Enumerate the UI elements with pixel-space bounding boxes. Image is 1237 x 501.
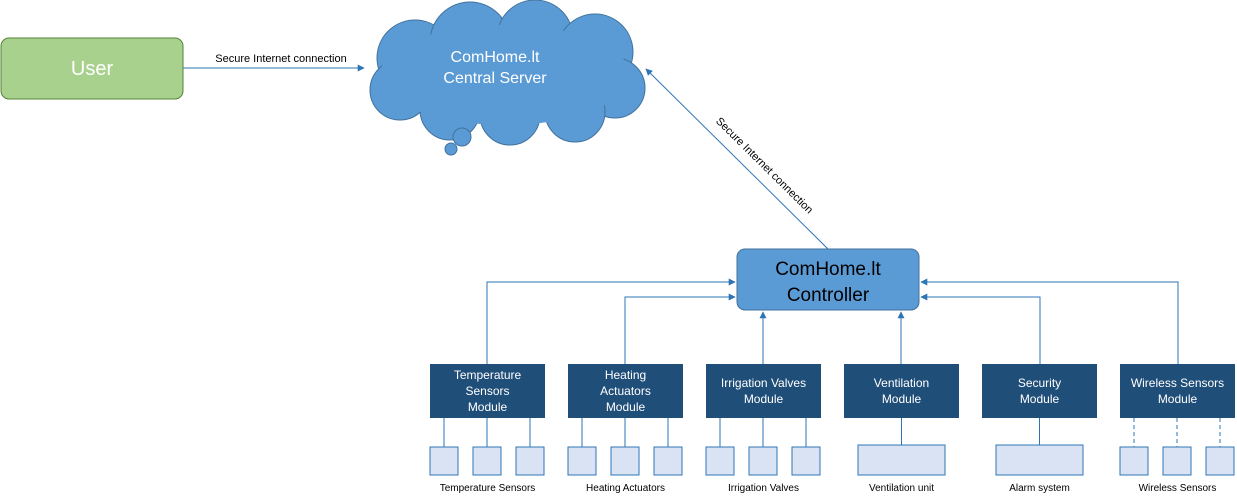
ventilation-device-box: [857, 444, 946, 476]
temperature-module-box: [430, 364, 545, 418]
irrigation-module-label-line: Irrigation Valves: [721, 376, 806, 390]
controller-title: ComHome.lt: [775, 259, 881, 280]
security-module-box: [982, 364, 1097, 418]
temperature-module-label-line: Temperature: [454, 368, 522, 382]
controller-server-connection-label: Secure Internet connection: [713, 115, 815, 216]
security-module-label-line: Module: [1020, 392, 1060, 406]
temperature-module-label-line: Sensors: [465, 384, 509, 398]
controller-node: ComHome.lt Controller: [736, 248, 920, 311]
wireless-device-box: [1162, 446, 1192, 476]
heating-device-box: [653, 446, 683, 476]
central-server-cloud: ComHome.lt Central Server: [369, 0, 646, 156]
heating-device-box: [567, 446, 597, 476]
security-module-label-line: Security: [1018, 376, 1061, 390]
heating-module-label-line: Module: [606, 400, 646, 414]
ventilation-module-box: [844, 364, 959, 418]
controller-server-connection: [645, 68, 829, 250]
user-server-connection-label: Secure Internet connection: [215, 53, 346, 65]
heating-module-box: [568, 364, 683, 418]
irrigation-module-label-line: Module: [744, 392, 784, 406]
temperature-device-box: [429, 446, 459, 476]
security-device-box: [995, 444, 1084, 476]
irrigation-device-box: [705, 446, 735, 476]
irrigation-device-box: [748, 446, 778, 476]
heating-module-label-line: Actuators: [600, 384, 651, 398]
wireless-device-box: [1119, 446, 1149, 476]
temperature-module-label-line: Module: [468, 400, 508, 414]
ventilation-module-label-line: Ventilation: [874, 376, 929, 390]
irrigation-devices-label: Irrigation Valves: [728, 483, 799, 494]
wireless-device-box: [1205, 446, 1235, 476]
module-controller-connectors: [486, 278, 1179, 364]
security-devices-label: Alarm system: [1009, 483, 1070, 494]
user-node: User: [0, 37, 184, 100]
wireless-module-label-line: Wireless Sensors: [1131, 376, 1224, 390]
temperature-device-box: [515, 446, 545, 476]
heating-module-connector: [624, 293, 736, 364]
irrigation-module-box: [706, 364, 821, 418]
wireless-devices-label: Wireless Sensors: [1139, 483, 1217, 494]
temperature-devices-label: Temperature Sensors: [440, 483, 536, 494]
ventilation-devices-label: Ventilation unit: [869, 483, 934, 494]
temperature-device-box: [472, 446, 502, 476]
security-module-connector: [920, 293, 1041, 364]
user-label: User: [71, 58, 114, 80]
temperature-module-connector: [486, 278, 736, 364]
server-title: ComHome.lt: [451, 49, 540, 66]
wireless-module-label-line: Module: [1158, 392, 1198, 406]
server-subtitle: Central Server: [443, 70, 547, 87]
heating-module-label-line: Heating: [605, 368, 646, 382]
heating-devices-label: Heating Actuators: [586, 483, 665, 494]
controller-subtitle: Controller: [787, 285, 870, 306]
heating-device-box: [610, 446, 640, 476]
wireless-module-box: [1120, 364, 1235, 418]
wireless-module-connector: [920, 278, 1179, 364]
ventilation-module-label-line: Module: [882, 392, 922, 406]
irrigation-device-box: [791, 446, 821, 476]
